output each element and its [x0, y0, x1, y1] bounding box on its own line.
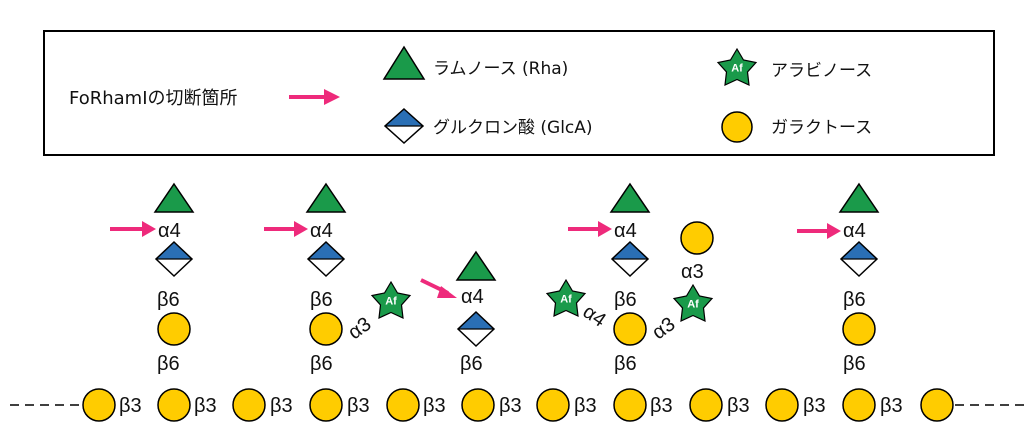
- glucuronic-acid-icon: [306, 240, 346, 278]
- linkage-label-b3: β3: [119, 395, 142, 417]
- linkage-label-b3: β3: [880, 395, 903, 417]
- svg-text:Af: Af: [687, 299, 699, 311]
- svg-text:Af: Af: [560, 294, 572, 306]
- legend-cleavage-label: FoRhamIの切断箇所: [69, 88, 238, 109]
- cleavage-arrow: [110, 221, 156, 237]
- linkage-label-b6: β6: [157, 353, 180, 375]
- rhamnose-icon: [305, 182, 347, 213]
- glucuronic-acid-icon: [839, 240, 879, 278]
- linkage-label-b3: β3: [347, 395, 370, 417]
- legend-galactose-icon: [721, 111, 753, 143]
- linkage-label-b3: β3: [650, 395, 673, 417]
- linkage-label-b6: β6: [310, 289, 333, 311]
- linkage-label-b6: β6: [843, 353, 866, 375]
- linkage-label-a4: α4: [579, 301, 610, 332]
- legend-glucuronic-acid-label: グルクロン酸 (GlcA): [433, 118, 593, 138]
- side-chain-2: α4 β6 β6 α3 Af: [264, 182, 412, 375]
- linkage-label-b6: β6: [157, 289, 180, 311]
- glucuronic-acid-icon: [456, 310, 496, 348]
- arabinose-icon: Af: [545, 278, 587, 317]
- linkage-label-a4: α4: [310, 220, 333, 242]
- rhamnose-icon: [455, 250, 497, 281]
- galactan-backbone: β3 β3 β3 β3 β3 β3 β3 β3 β3 β3 β3: [82, 388, 954, 422]
- galactose-icon: [157, 312, 191, 346]
- linkage-label-a4: α4: [158, 220, 181, 242]
- linkage-label-a3: α3: [681, 261, 704, 283]
- arabinose-icon: Af: [370, 280, 412, 319]
- backbone-galactose: [842, 388, 876, 422]
- glucuronic-acid-icon: [610, 240, 650, 278]
- cleavage-arrow: [264, 221, 308, 237]
- legend-rhamnose-label: ラムノース (Rha): [433, 59, 568, 79]
- cleavage-arrow: [568, 221, 612, 237]
- legend-galactose-label: ガラクトース: [771, 118, 872, 138]
- legend: FoRhamIの切断箇所 ラムノース (Rha) グルクロン酸 (GlcA) A…: [43, 30, 995, 156]
- galactose-icon: [842, 312, 876, 346]
- legend-arabinose-icon: Af: [716, 47, 758, 86]
- linkage-label-b3: β3: [803, 395, 826, 417]
- backbone-galactose: [920, 388, 954, 422]
- backbone-galactose: [613, 388, 647, 422]
- linkage-label-b3: β3: [423, 395, 446, 417]
- legend-arabinose-label: アラビノース: [771, 61, 872, 81]
- cleavage-arrow: [420, 278, 457, 298]
- backbone-galactose: [309, 388, 343, 422]
- legend-glucuronic-acid-icon: [383, 107, 425, 145]
- galactose-icon: [613, 312, 647, 346]
- linkage-label-a4: α4: [614, 220, 637, 242]
- legend-cleavage-arrow: [289, 89, 340, 105]
- rhamnose-icon: [609, 182, 651, 213]
- linkage-label-a4: α4: [843, 220, 866, 242]
- backbone-galactose: [689, 388, 723, 422]
- side-chain-1: α4 β6 β6: [110, 182, 195, 375]
- side-chain-3: α4 β6: [420, 250, 497, 375]
- glucuronic-acid-icon: [154, 240, 194, 278]
- linkage-label-a3: α3: [648, 313, 679, 344]
- linkage-label-b3: β3: [727, 395, 750, 417]
- legend-rhamnose-icon: [382, 45, 426, 80]
- linkage-label-b3: β3: [270, 395, 293, 417]
- backbone-galactose: [461, 388, 495, 422]
- svg-text:Af: Af: [731, 63, 743, 75]
- linkage-label-b6: β6: [843, 289, 866, 311]
- rhamnose-icon: [153, 182, 195, 213]
- backbone-galactose: [386, 388, 420, 422]
- svg-text:Af: Af: [385, 296, 397, 308]
- side-chain-4: α4 β6 β6 Af α4 α3 Af α3: [545, 182, 714, 375]
- linkage-label-b6: β6: [310, 353, 333, 375]
- rhamnose-icon: [838, 182, 880, 213]
- side-chain-5: α4 β6 β6: [797, 182, 880, 375]
- cleavage-arrow: [797, 223, 841, 239]
- arabinose-icon: Af: [672, 283, 714, 322]
- galactose-icon: [680, 221, 714, 255]
- backbone-galactose: [765, 388, 799, 422]
- backbone-galactose: [536, 388, 570, 422]
- linkage-label-b6: β6: [614, 353, 637, 375]
- linkage-label-b6: β6: [460, 353, 483, 375]
- linkage-label-a4: α4: [461, 286, 484, 308]
- legend-frame: [43, 30, 995, 156]
- backbone-galactose: [157, 388, 191, 422]
- linkage-label-b3: β3: [499, 395, 522, 417]
- backbone-galactose: [82, 388, 116, 422]
- linkage-label-b6: β6: [614, 289, 637, 311]
- linkage-label-a3: α3: [344, 313, 375, 344]
- galactose-icon: [309, 312, 343, 346]
- backbone-galactose: [232, 388, 266, 422]
- linkage-label-b3: β3: [194, 395, 217, 417]
- linkage-label-b3: β3: [574, 395, 597, 417]
